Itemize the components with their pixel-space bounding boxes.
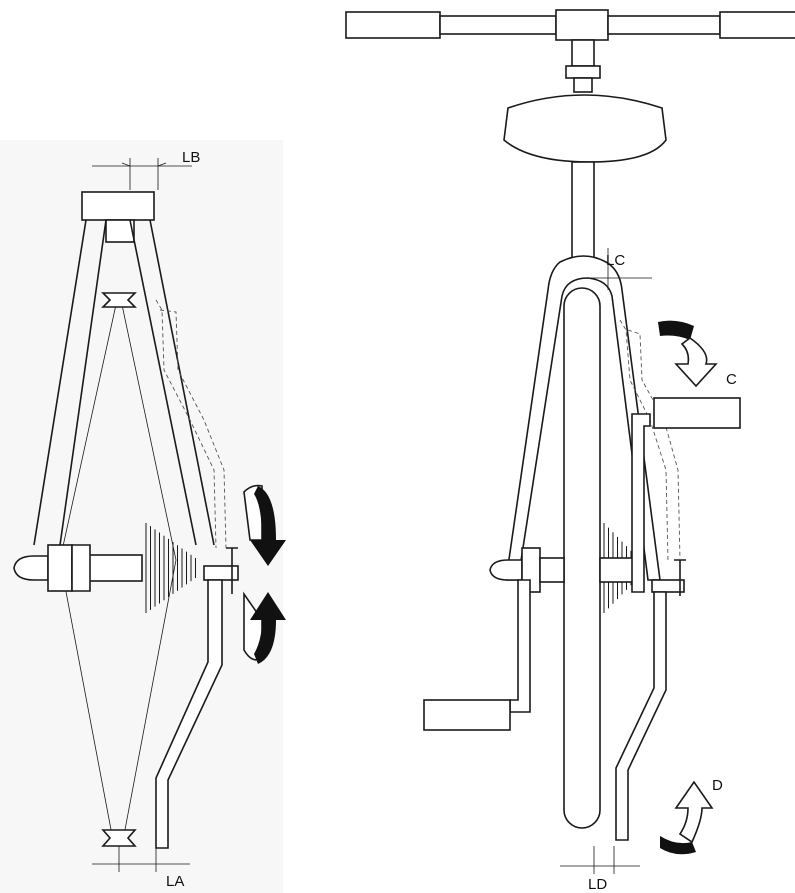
rear-hub bbox=[13, 544, 143, 592]
seat-tube bbox=[571, 161, 595, 259]
right-crank bbox=[631, 413, 651, 593]
label-ld: LD bbox=[588, 876, 607, 893]
saddle bbox=[503, 94, 667, 163]
rotate-arrow-c: C bbox=[658, 320, 737, 388]
rear-wheel bbox=[563, 287, 601, 829]
label-d: D bbox=[712, 777, 723, 794]
right-seat-stay bbox=[129, 219, 215, 546]
right-pedal bbox=[653, 397, 741, 429]
right-front-bike-view: LC LD C D bbox=[345, 9, 795, 893]
label-c: C bbox=[726, 371, 737, 388]
handlebar bbox=[345, 9, 795, 41]
seat-post-clamp bbox=[81, 191, 155, 221]
deflected-stay-outline bbox=[155, 299, 217, 549]
label-la: LA bbox=[166, 873, 184, 890]
alignment-tool-arm bbox=[155, 579, 223, 849]
left-seat-stay bbox=[33, 219, 107, 546]
cassette bbox=[145, 523, 196, 613]
rear-triangle bbox=[505, 255, 661, 581]
rotate-arrows-left bbox=[243, 484, 286, 664]
label-lb: LB bbox=[182, 149, 200, 166]
rotate-arrow-d: D bbox=[660, 777, 723, 855]
left-pedal bbox=[423, 699, 511, 731]
label-lc: LC bbox=[606, 252, 625, 269]
left-rear-frame-view: LB LA bbox=[0, 140, 286, 893]
left-panel-background bbox=[0, 140, 283, 893]
alignment-tool-arm-right bbox=[615, 591, 667, 841]
left-crank bbox=[509, 579, 531, 713]
